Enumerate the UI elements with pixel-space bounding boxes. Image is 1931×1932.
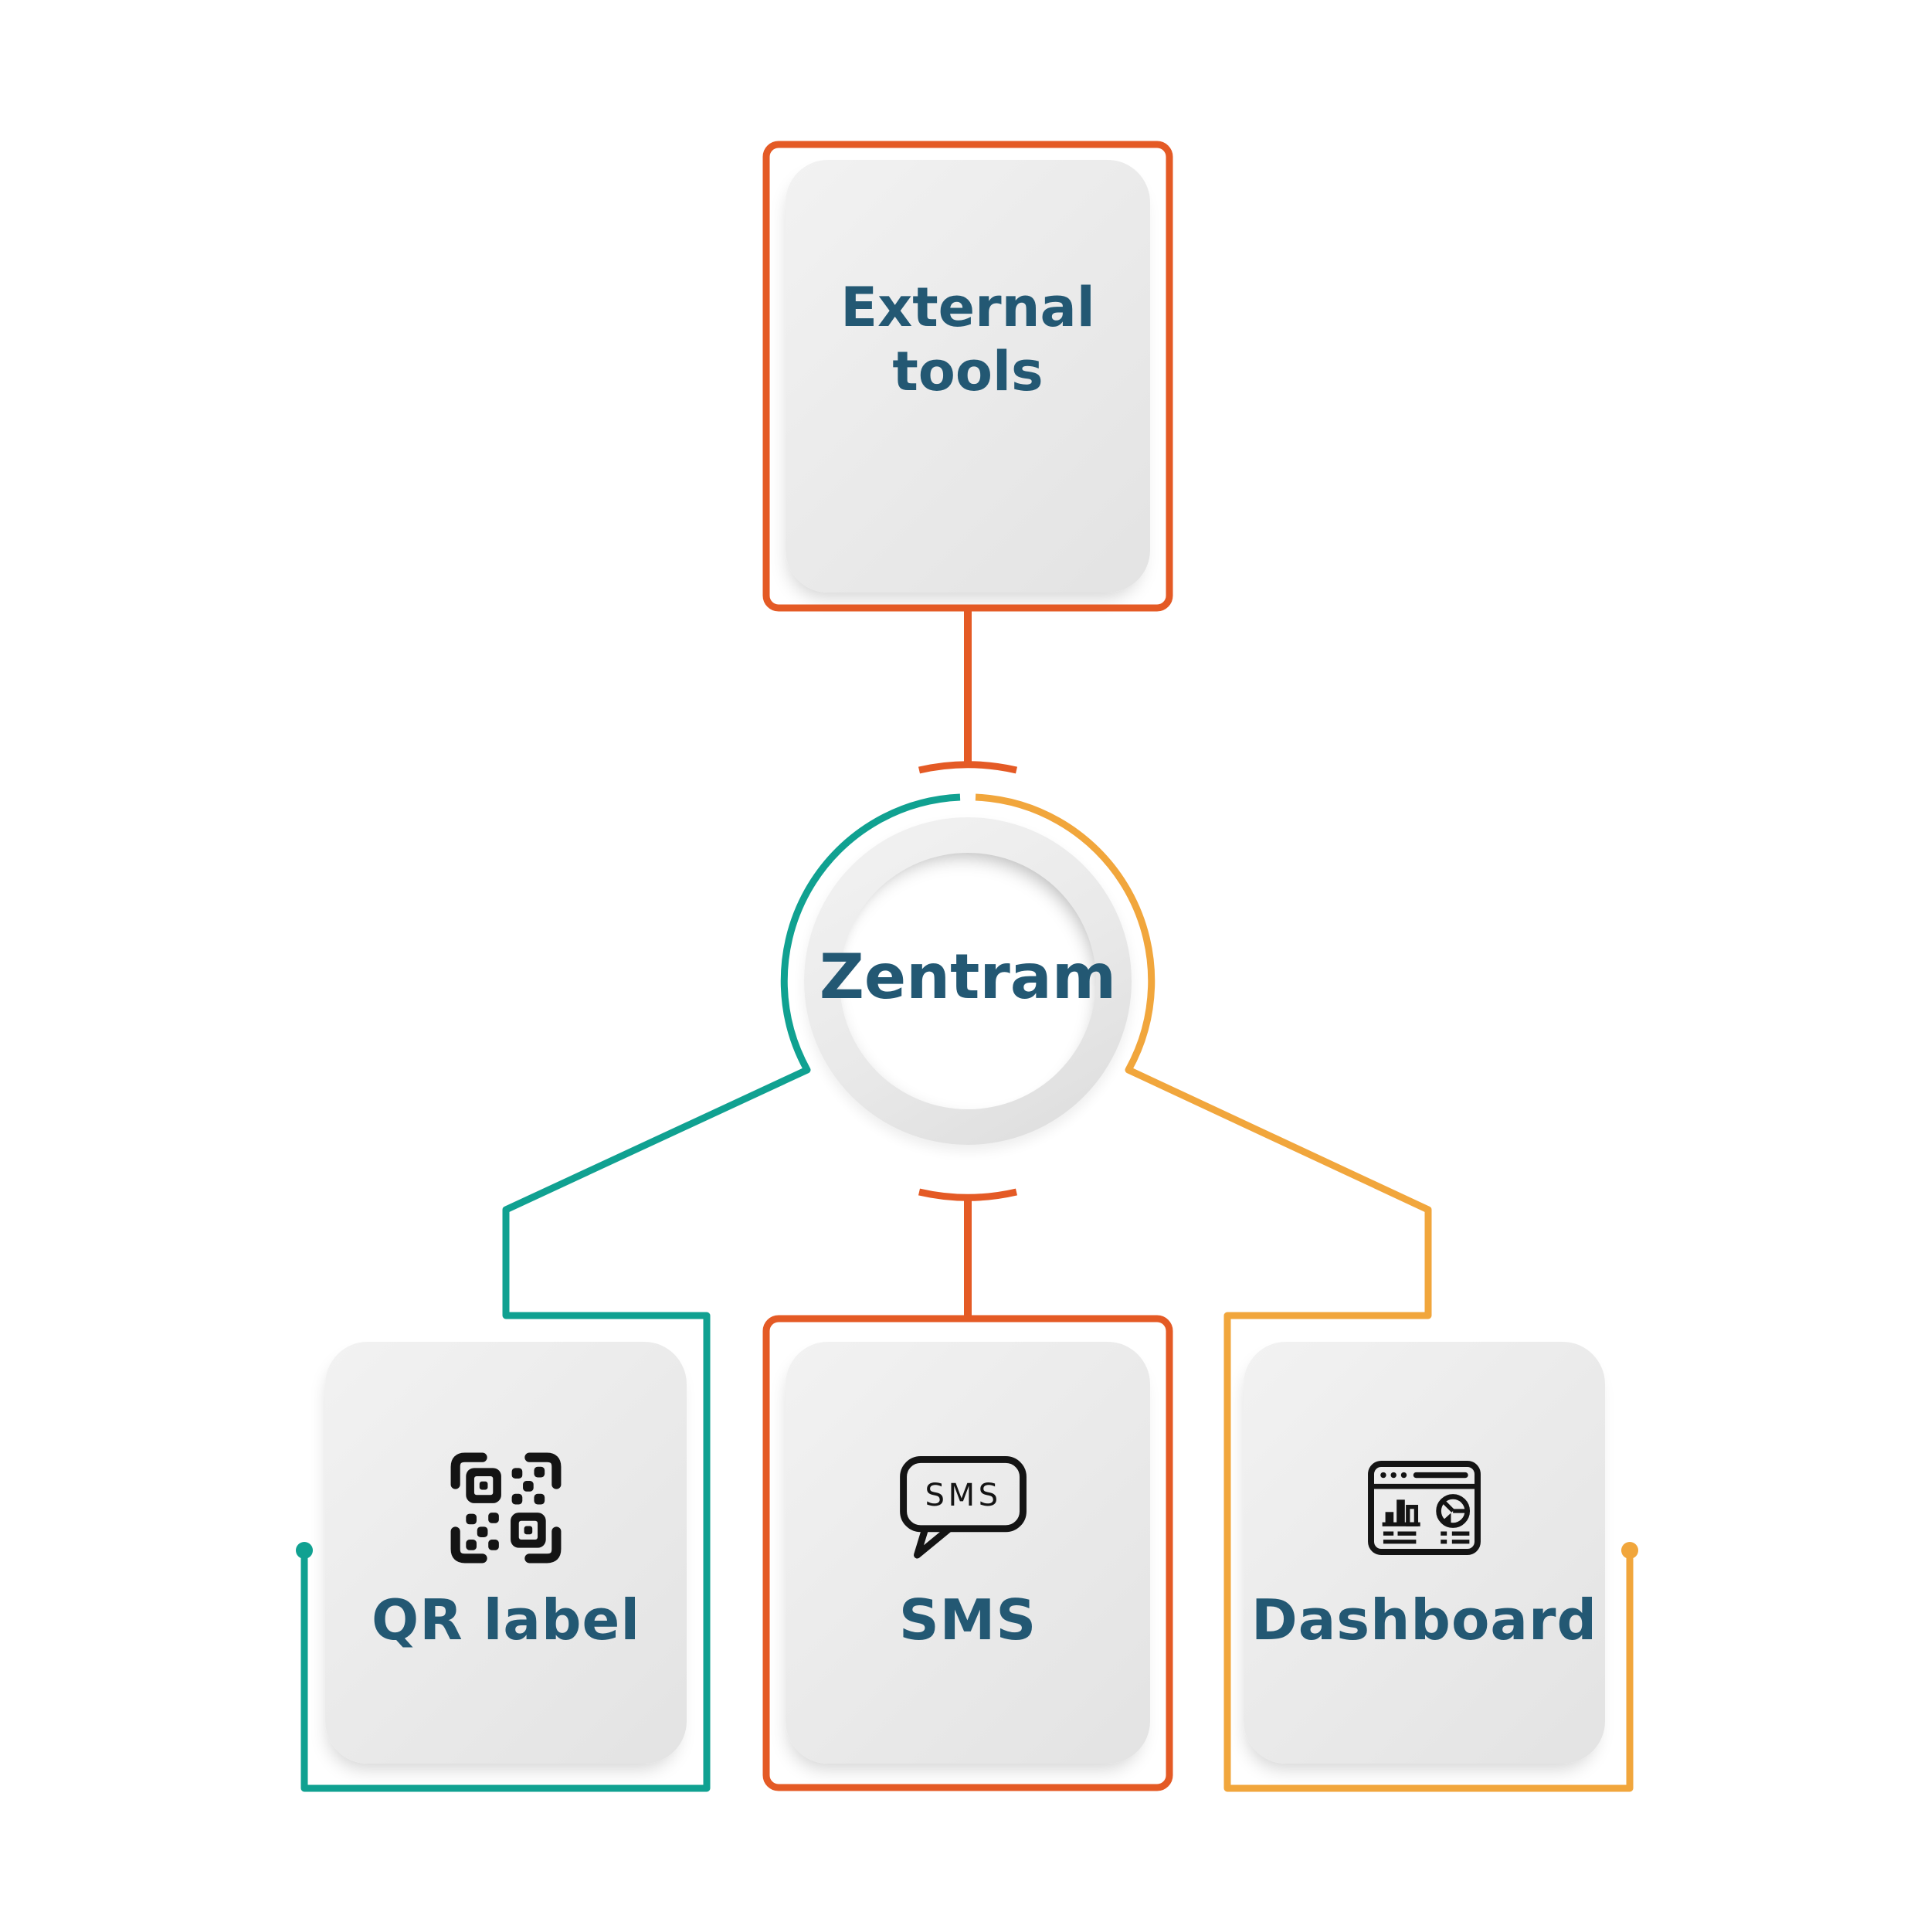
- node-external-tools: External tools: [786, 160, 1150, 593]
- node-dashboard: Dashboard: [1244, 1342, 1605, 1764]
- sms-bubble-icon: SMS: [896, 1450, 1040, 1566]
- dashboard-icon: [1363, 1450, 1486, 1566]
- sms-icon-text: SMS: [925, 1478, 1001, 1513]
- external-tools-label: External tools: [840, 276, 1095, 403]
- center-circle-inner: Zentram: [820, 853, 1116, 1109]
- node-qr-label: QR label: [325, 1342, 687, 1764]
- sms-label-text: SMS: [898, 1587, 1037, 1652]
- center-label: Zentram: [819, 941, 1117, 1013]
- node-sms: SMS SMS: [786, 1342, 1150, 1764]
- qr-label-text: QR label: [371, 1587, 641, 1652]
- dashboard-label-text: Dashboard: [1251, 1587, 1598, 1652]
- center-circle: Zentram: [804, 817, 1132, 1145]
- qr-code-icon: [447, 1450, 565, 1566]
